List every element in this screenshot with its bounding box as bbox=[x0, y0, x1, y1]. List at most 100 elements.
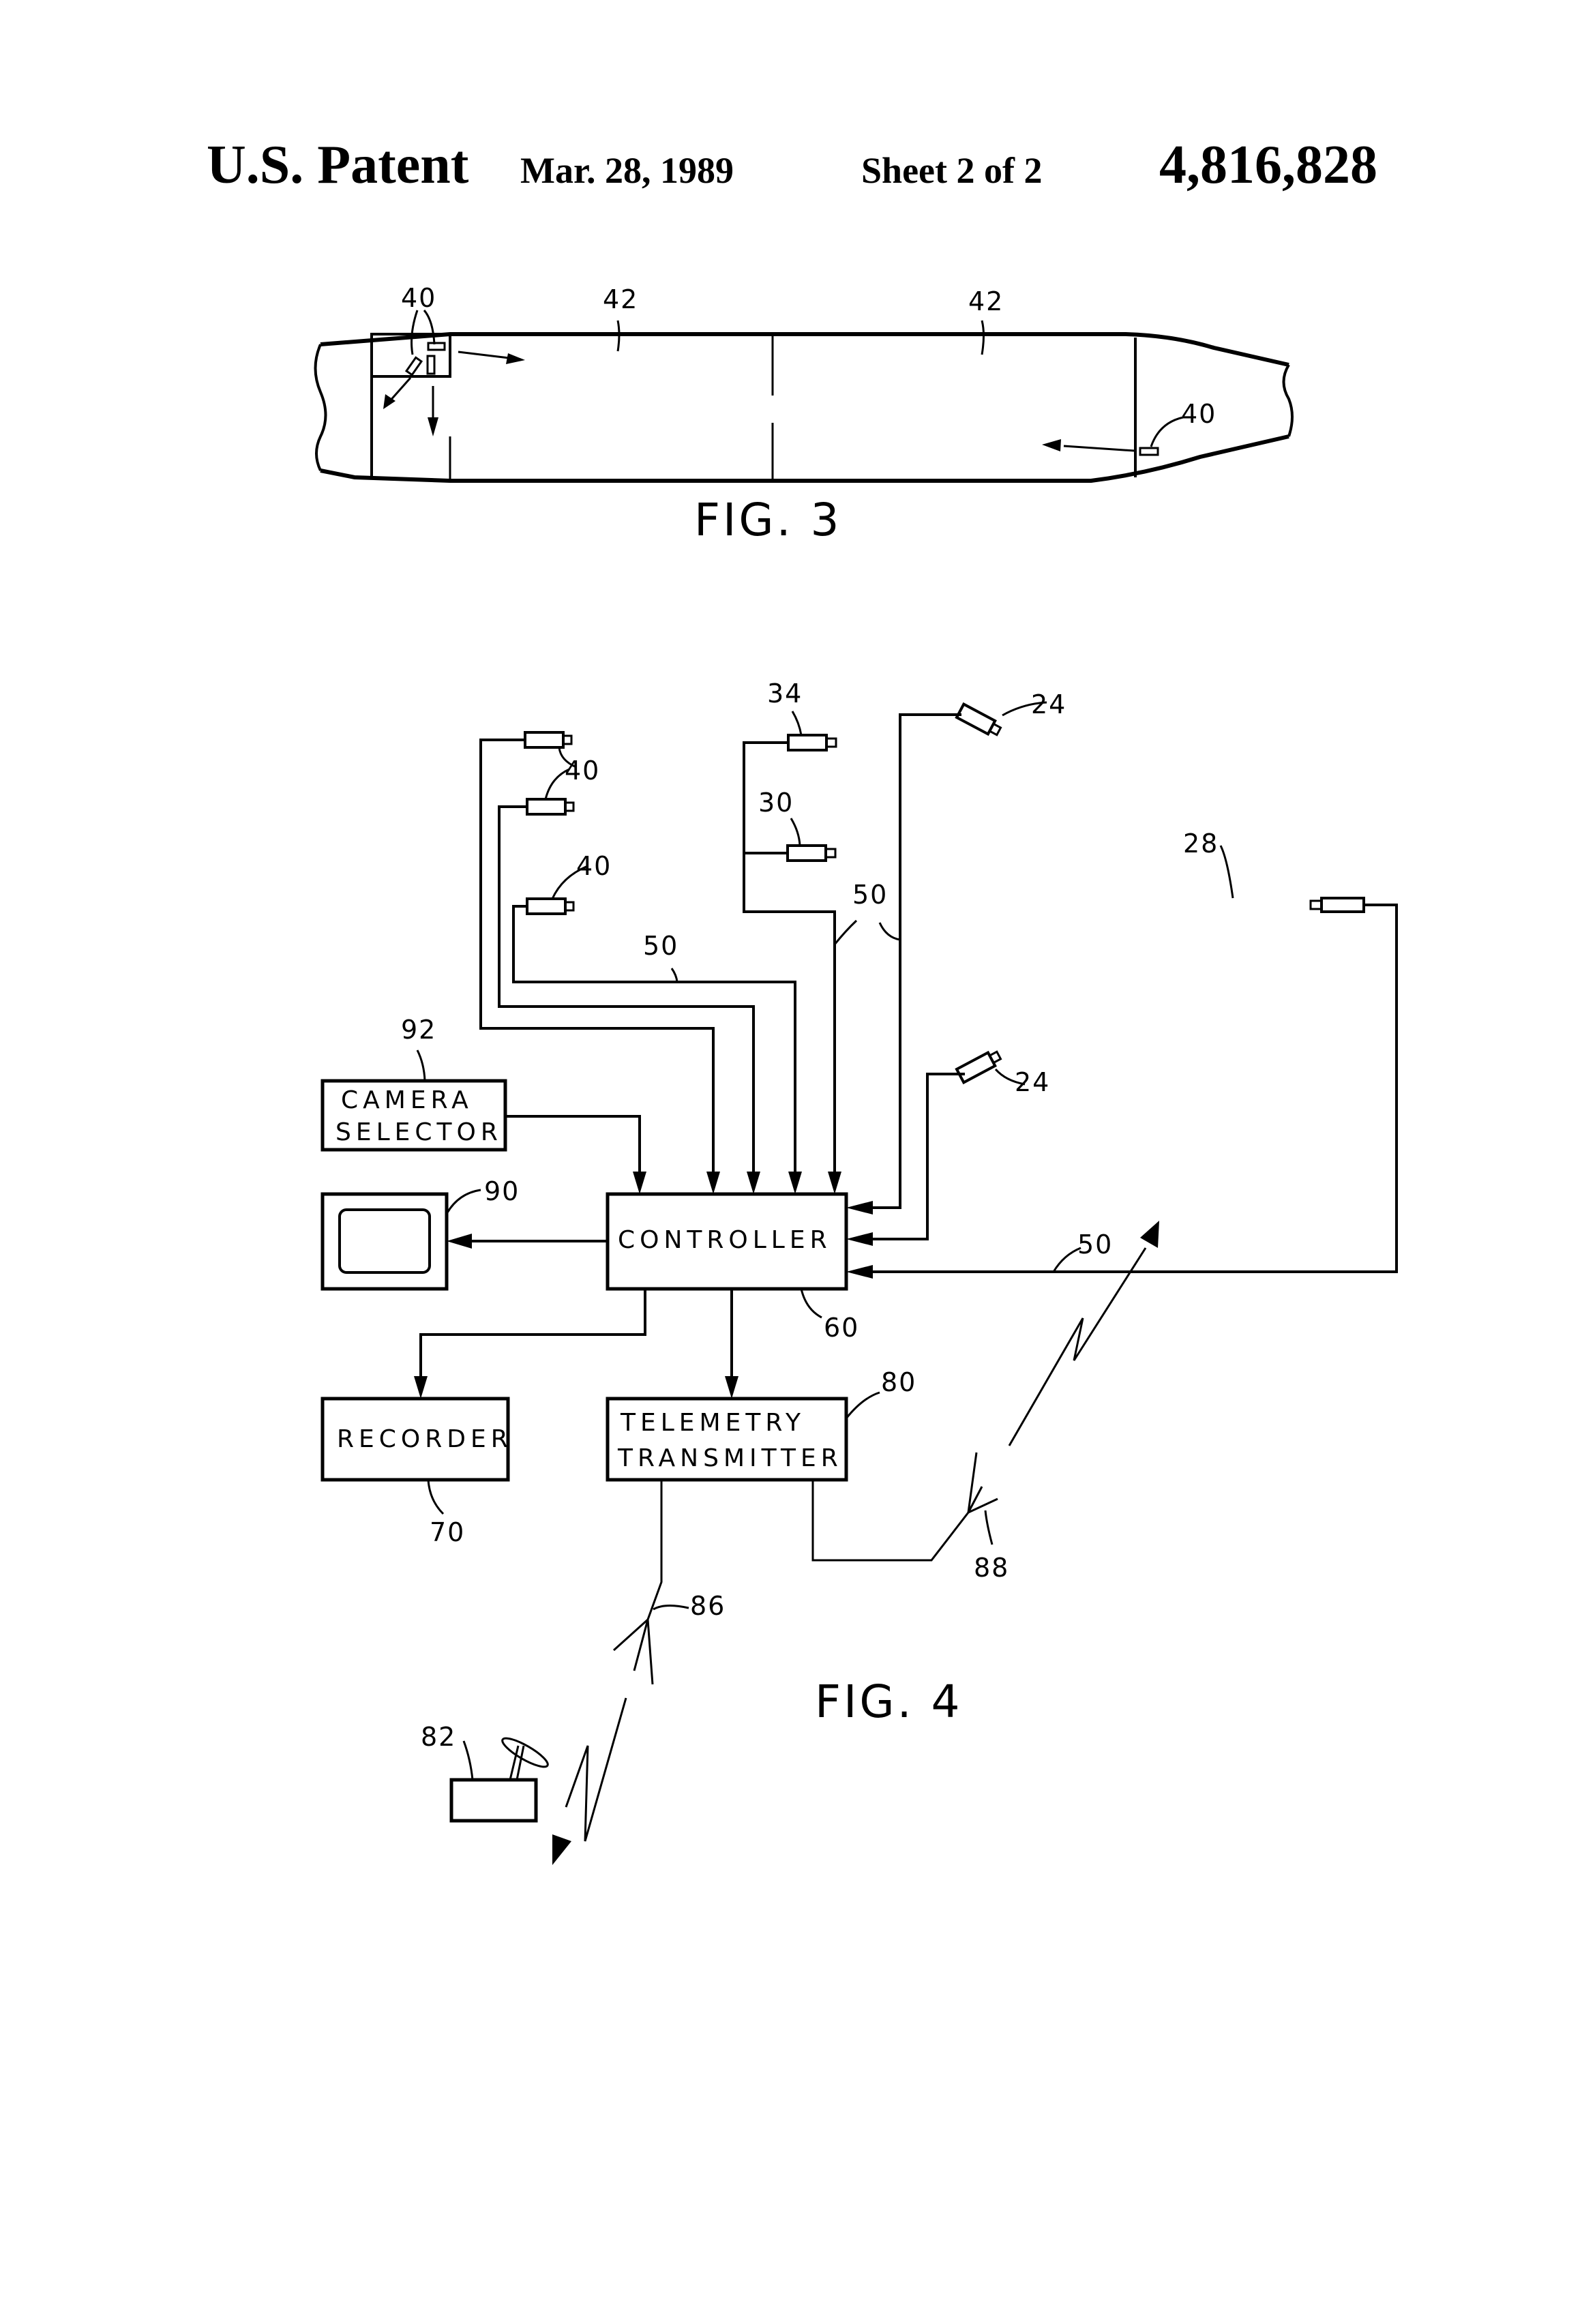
ref-numeral: 42 bbox=[603, 284, 638, 314]
sensor-30 bbox=[788, 846, 835, 861]
leader-line bbox=[985, 1510, 992, 1545]
leader-line bbox=[982, 321, 984, 355]
fig4-block-diagram: CAMERA SELECTOR CONTROLLER RECORDER TELE… bbox=[323, 679, 1397, 1865]
leader-line bbox=[1221, 846, 1233, 898]
antenna-88-icon bbox=[968, 1452, 998, 1513]
hull-break-left bbox=[316, 344, 326, 471]
patent-number: 4,816,828 bbox=[1159, 135, 1377, 195]
leader-line bbox=[424, 310, 434, 344]
camera-icon bbox=[406, 357, 421, 374]
arrow-head bbox=[846, 1201, 873, 1215]
monitor-block bbox=[323, 1194, 447, 1289]
leader-line bbox=[835, 921, 856, 944]
ref-numeral: 40 bbox=[576, 851, 612, 881]
camera-selector-label-line1: CAMERA bbox=[341, 1086, 473, 1114]
leader-line bbox=[791, 818, 800, 846]
leader-line bbox=[1054, 1248, 1081, 1272]
wire-camera-selector bbox=[505, 1116, 640, 1173]
camera-selector-label-line2: SELECTOR bbox=[335, 1118, 503, 1146]
wire-camera-24-top bbox=[873, 715, 961, 1208]
ref-numeral: 40 bbox=[401, 283, 436, 313]
arrow-head bbox=[788, 1172, 802, 1194]
ref-numeral: 86 bbox=[690, 1591, 726, 1621]
ref-numeral: 30 bbox=[758, 788, 794, 818]
arrow-head bbox=[725, 1376, 738, 1399]
arrow-head bbox=[747, 1172, 760, 1194]
wire-to-recorder bbox=[421, 1289, 645, 1377]
telemetry-transmitter-block: TELEMETRY TRANSMITTER bbox=[608, 1399, 846, 1480]
dish-antenna-icon bbox=[499, 1733, 551, 1771]
hull-outline bbox=[320, 334, 1289, 481]
camera-24-top bbox=[957, 704, 1002, 738]
leader-line bbox=[792, 711, 801, 735]
arrow-head bbox=[846, 1265, 873, 1279]
leader-line bbox=[801, 1289, 822, 1317]
antenna-88-mast bbox=[813, 1480, 968, 1560]
view-direction-arrow bbox=[458, 352, 515, 359]
antenna-86-icon bbox=[614, 1620, 653, 1684]
antenna-86-mast bbox=[634, 1480, 661, 1671]
arrow-head bbox=[1140, 1221, 1159, 1248]
telemetry-label-line2: TRANSMITTER bbox=[617, 1444, 843, 1472]
fig3-hull-diagram: 40 42 42 40 FIG. 3 bbox=[316, 283, 1293, 546]
ref-numeral: 50 bbox=[1077, 1230, 1113, 1260]
hull-break-right bbox=[1284, 365, 1293, 436]
ref-numeral: 88 bbox=[974, 1553, 1009, 1583]
arrow-head bbox=[1042, 439, 1061, 451]
publisher-label: U.S. Patent bbox=[207, 135, 469, 195]
ref-numeral: 50 bbox=[643, 931, 678, 961]
ref-numeral: 34 bbox=[767, 679, 803, 709]
ref-numeral: 24 bbox=[1031, 689, 1066, 719]
ref-numeral: 80 bbox=[881, 1367, 916, 1397]
signal-lightning-86 bbox=[566, 1698, 626, 1841]
view-direction-arrow bbox=[1064, 446, 1135, 451]
arrow-head bbox=[846, 1232, 873, 1246]
arrow-head bbox=[414, 1376, 428, 1399]
recorder-block: RECORDER bbox=[323, 1399, 513, 1480]
camera-icon bbox=[428, 356, 434, 374]
camera-40-lower bbox=[527, 899, 573, 914]
signal-lightning-88 bbox=[1009, 1248, 1146, 1446]
issue-date: Mar. 28, 1989 bbox=[520, 150, 734, 191]
leader-line bbox=[412, 310, 417, 355]
ref-numeral: 40 bbox=[565, 756, 600, 786]
ref-numeral: 40 bbox=[1181, 399, 1217, 429]
wire-sensor-28 bbox=[873, 905, 1397, 1272]
arrow-head bbox=[506, 353, 525, 364]
figure-caption: FIG. 3 bbox=[694, 494, 842, 546]
arrow-head bbox=[706, 1172, 720, 1194]
leader-line bbox=[447, 1190, 481, 1214]
camera-24-bottom bbox=[957, 1049, 1002, 1082]
leader-line bbox=[1151, 417, 1183, 447]
camera-40-middle bbox=[527, 799, 573, 814]
leader-line bbox=[880, 923, 900, 940]
arrow-head bbox=[447, 1234, 472, 1249]
ref-numeral: 90 bbox=[484, 1176, 520, 1206]
wire-camera-24-bottom bbox=[873, 1074, 965, 1239]
leader-line bbox=[428, 1480, 443, 1514]
sheet-number: Sheet 2 of 2 bbox=[861, 150, 1042, 191]
figure-caption: FIG. 4 bbox=[815, 1675, 963, 1728]
arrow-head bbox=[633, 1172, 646, 1194]
telemetry-label-line1: TELEMETRY bbox=[620, 1409, 805, 1437]
camera-selector-block: CAMERA SELECTOR bbox=[323, 1081, 505, 1150]
leader-line bbox=[846, 1392, 880, 1418]
ref-numeral: 60 bbox=[824, 1313, 859, 1343]
ref-numeral: 42 bbox=[968, 286, 1004, 316]
sensor-28 bbox=[1311, 898, 1364, 912]
page-header: U.S. Patent Mar. 28, 1989 Sheet 2 of 2 4… bbox=[207, 135, 1377, 195]
camera-icon bbox=[1140, 448, 1158, 455]
leader-line bbox=[464, 1741, 473, 1780]
ref-numeral: 70 bbox=[430, 1517, 465, 1547]
dish-mast bbox=[510, 1746, 524, 1780]
leader-line bbox=[653, 1605, 689, 1609]
ref-numeral: 92 bbox=[401, 1015, 436, 1045]
controller-block: CONTROLLER bbox=[608, 1194, 846, 1289]
controller-label: CONTROLLER bbox=[618, 1226, 832, 1254]
ref-numeral: 82 bbox=[421, 1722, 456, 1752]
camera-icon bbox=[428, 343, 445, 350]
sensor-34 bbox=[788, 735, 836, 750]
ref-numeral: 50 bbox=[852, 880, 888, 910]
leader-line bbox=[672, 968, 677, 982]
